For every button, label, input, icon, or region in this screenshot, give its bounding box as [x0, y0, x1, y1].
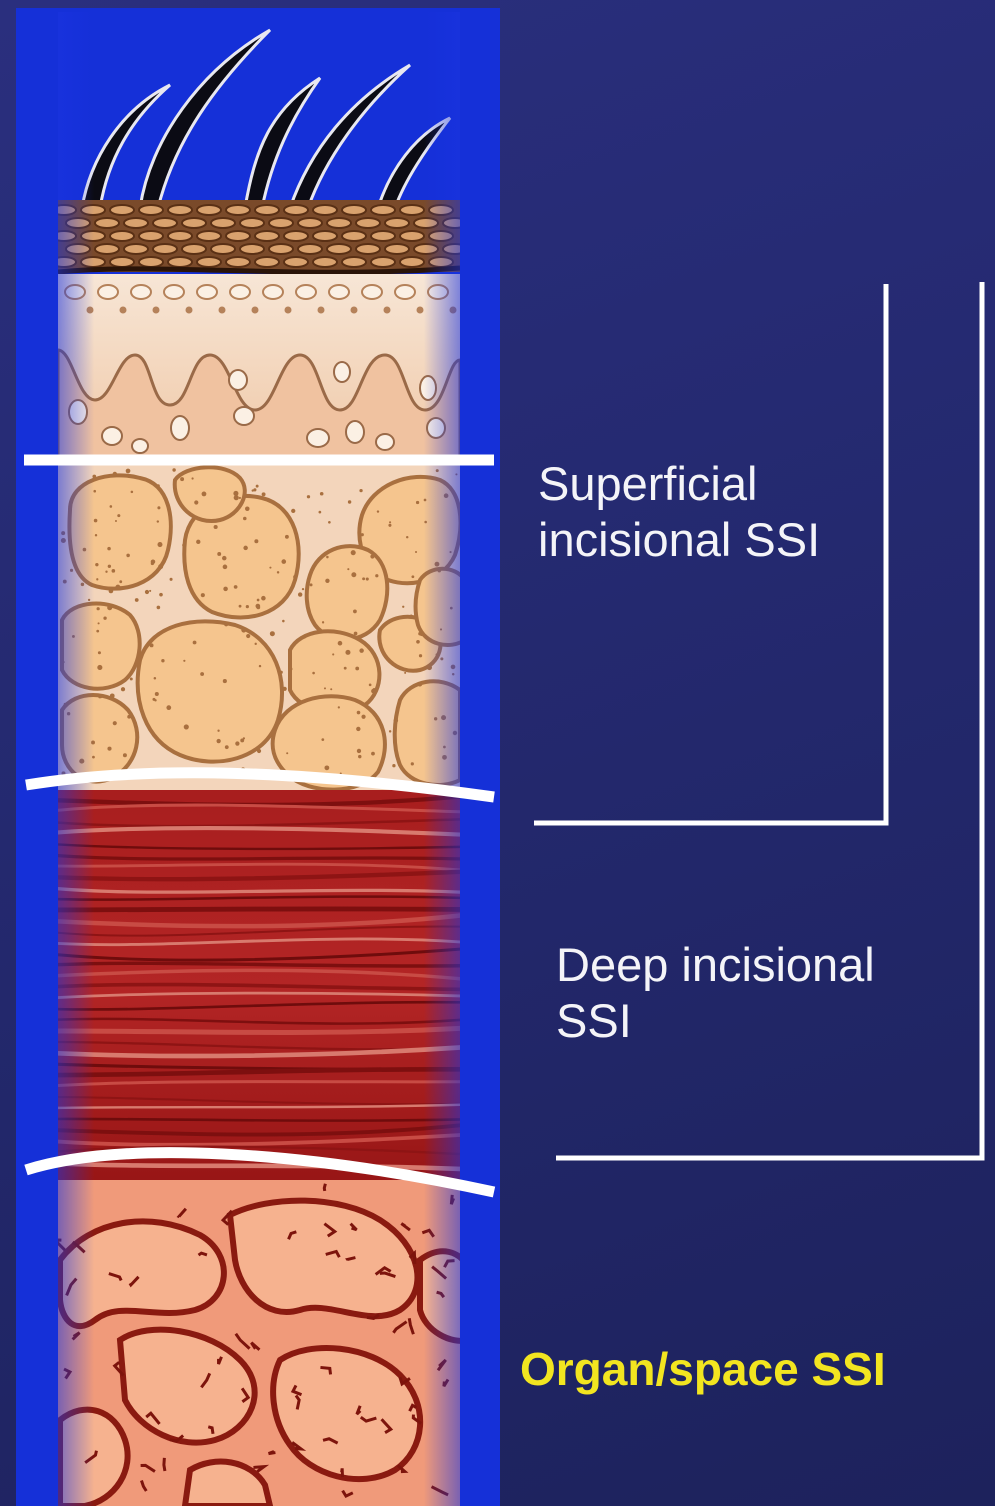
superficial-incisional-ssi-label: Superficial incisional SSI: [538, 456, 878, 568]
organ-space-ssi-label: Organ/space SSI: [520, 1341, 980, 1397]
deep-incisional-ssi-label: Deep incisional SSI: [556, 937, 936, 1049]
